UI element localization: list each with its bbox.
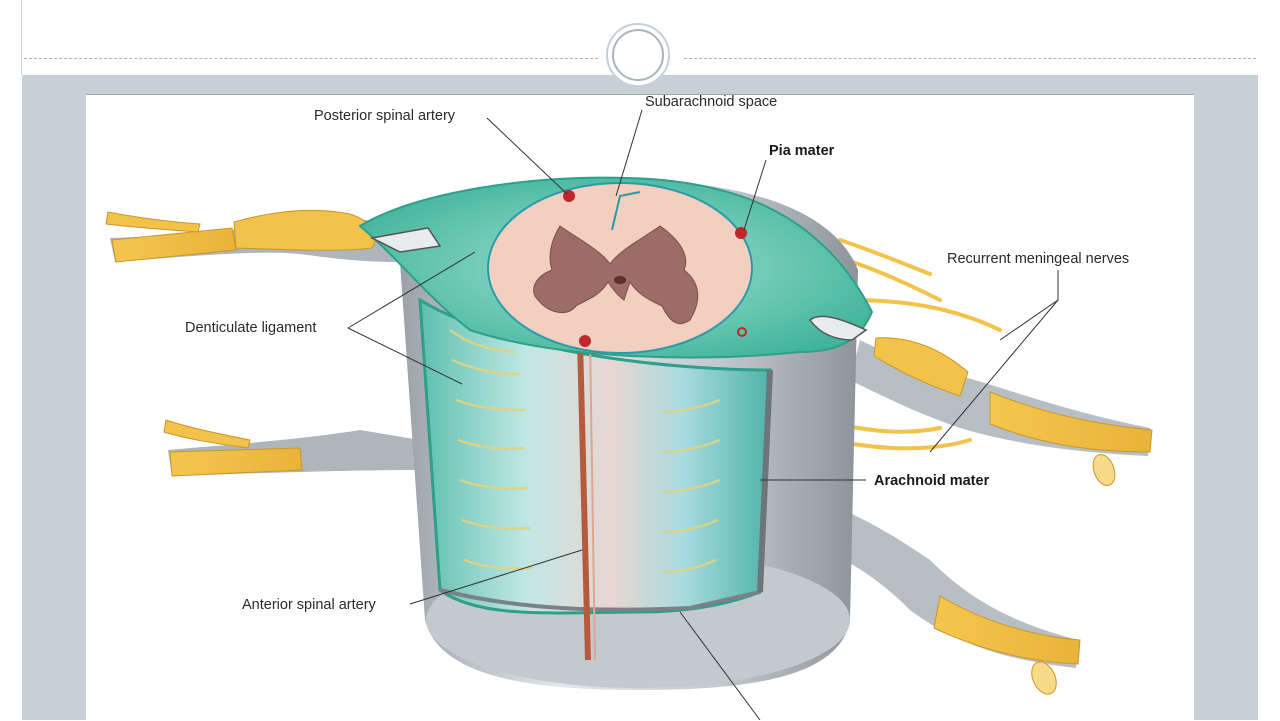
header-divider-right [684, 58, 1256, 59]
header-divider-left [24, 58, 598, 59]
label-denticulate-ligament: Denticulate ligament [185, 320, 316, 336]
cord-top-surface [358, 176, 874, 359]
right-nerve-roots [812, 238, 1153, 695]
left-nerve-roots [105, 209, 420, 477]
header-ornament-ring [612, 29, 664, 81]
label-pia-mater: Pia mater [769, 143, 835, 159]
label-recurrent-meningeal-nerves: Recurrent meningeal nerves [947, 251, 1129, 267]
label-posterior-spinal-artery: Posterior spinal artery [314, 108, 456, 124]
arachnoid-layer [418, 297, 773, 661]
slide-border-left [21, 0, 22, 75]
leader-lines [347, 109, 1059, 720]
label-arachnoid-mater: Arachnoid mater [874, 473, 990, 489]
label-subarachnoid-space: Subarachnoid space [645, 94, 777, 110]
label-anterior-spinal-artery: Anterior spinal artery [242, 597, 377, 613]
slide-margin-left [0, 0, 22, 720]
arachnoid-trabeculae [449, 328, 721, 574]
slide-margin-right [1258, 0, 1280, 720]
